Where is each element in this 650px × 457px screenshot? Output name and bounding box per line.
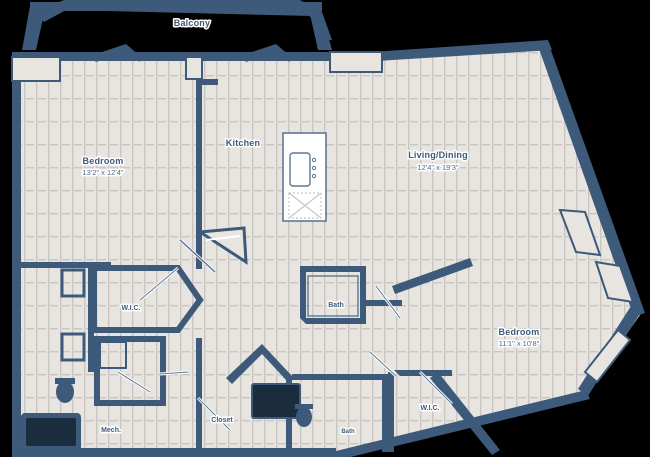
vanity-fixture <box>60 268 86 362</box>
room-label-coat-closet: Closet <box>211 417 233 424</box>
shower-fixture <box>307 275 359 317</box>
room-label-wic-1: W.I.C. <box>121 305 140 312</box>
washer-dryer-fixture <box>99 341 127 369</box>
room-label-bedroom-2: Bedroom <box>499 327 540 337</box>
unit-interior <box>14 45 640 455</box>
room-dim-bedroom-1: 13'2" x 12'4" <box>82 168 123 177</box>
kitchen-island-fixture <box>282 132 327 222</box>
room-label-mech: Mech. <box>101 427 121 434</box>
room-label-wic-2: W.I.C. <box>420 405 439 412</box>
door-swings <box>117 226 454 432</box>
balcony-area: Balcony <box>22 0 332 50</box>
room-label-bath-2: Bath <box>341 429 355 435</box>
bathtub-fixture-2 <box>251 383 301 419</box>
room-labels: Bedroom 13'2" x 12'4" Kitchen Living/Din… <box>81 137 541 350</box>
bathtub-fixture <box>21 413 81 451</box>
toilet-fixture-1 <box>55 378 75 403</box>
room-label-balcony: Balcony <box>174 18 210 28</box>
room-label-bedroom-1: Bedroom <box>83 156 124 166</box>
closet-labels: W.I.C. Bath Mech. Closet W.I.C. Bath <box>100 301 442 437</box>
room-label-living-dining: Living/Dining <box>408 150 468 160</box>
room-label-bath-1: Bath <box>328 302 344 309</box>
room-dim-living-dining: 12'4" x 19'3" <box>417 163 458 172</box>
room-label-kitchen: Kitchen <box>226 138 260 148</box>
room-dim-bedroom-2: 11'1" x 10'8" <box>499 339 540 348</box>
toilet-fixture-2 <box>295 404 313 427</box>
exterior-windows <box>11 44 635 384</box>
